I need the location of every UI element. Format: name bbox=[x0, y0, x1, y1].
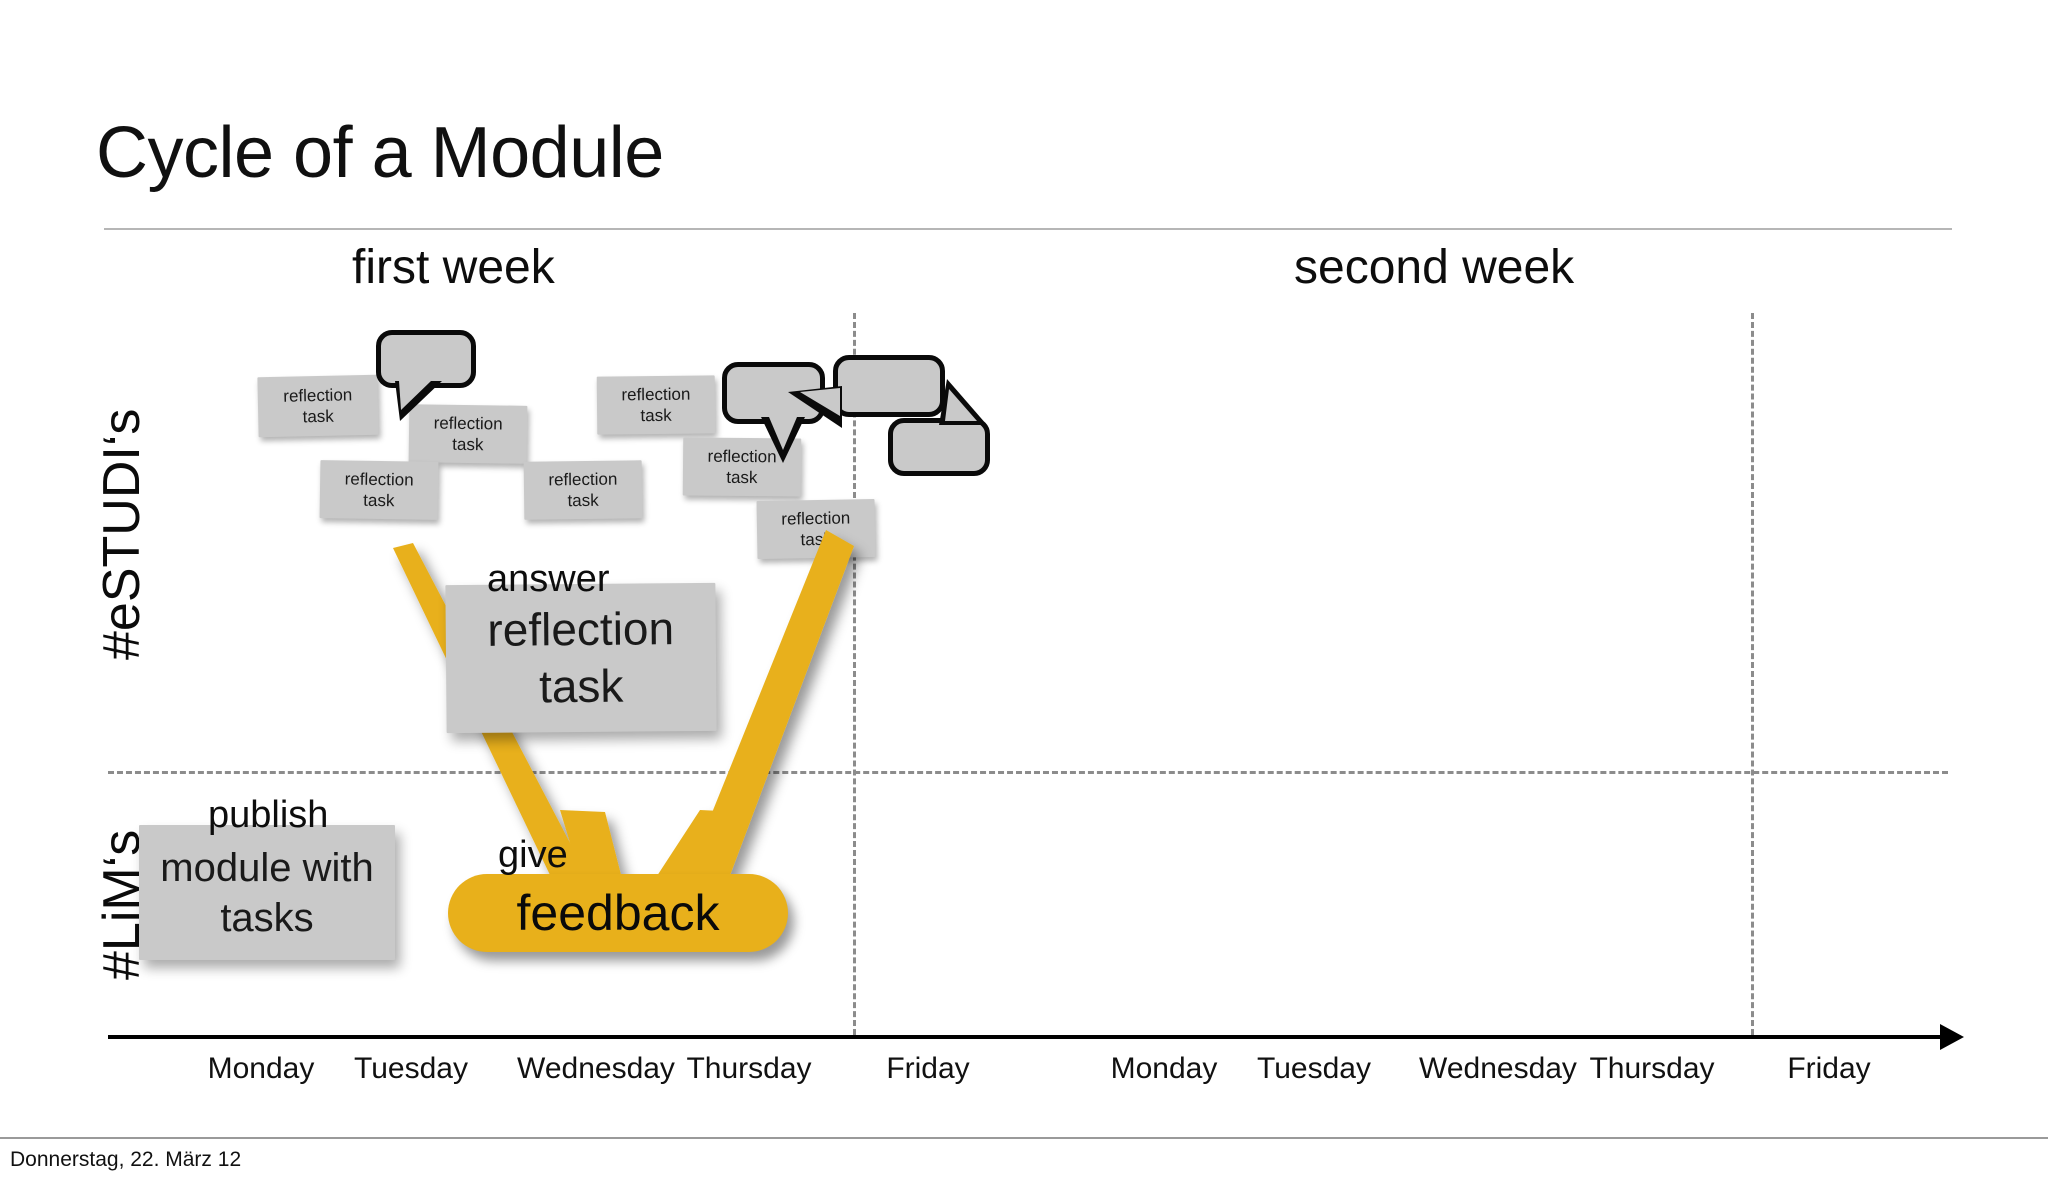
sticky-note-reflection-task: reflection task bbox=[523, 460, 643, 520]
sticky-line-1: reflection bbox=[283, 385, 353, 406]
title-divider bbox=[104, 228, 1952, 230]
day-label-thursday-w1: Thursday bbox=[686, 1052, 812, 1085]
sticky-line-1: reflection bbox=[621, 384, 691, 405]
sticky-line-2: task bbox=[800, 529, 832, 550]
week-boundary-divider-2 bbox=[1751, 313, 1754, 1035]
speech-bubble bbox=[788, 355, 945, 428]
sticky-note-reflection-task: reflection task bbox=[596, 375, 716, 435]
footer-divider bbox=[0, 1137, 2048, 1139]
day-label-wednesday-w2: Wednesday bbox=[1419, 1052, 1577, 1085]
day-label-monday-w2: Monday bbox=[1110, 1052, 1218, 1085]
speech-bubble bbox=[376, 330, 476, 421]
speech-bubble-tail-icon bbox=[395, 381, 442, 421]
speech-bubble bbox=[888, 379, 990, 476]
caption-give: give bbox=[498, 834, 568, 876]
speech-bubble-tail-icon bbox=[939, 379, 987, 425]
card-line-2: task bbox=[538, 659, 624, 713]
sticky-line-2: task bbox=[567, 490, 599, 511]
day-label-friday-w2: Friday bbox=[1787, 1052, 1871, 1085]
row-label-estudis: #eSTUDI‘s bbox=[93, 408, 151, 660]
sticky-line-2: task bbox=[452, 434, 484, 455]
speech-bubble-tail-icon bbox=[788, 386, 842, 428]
sticky-line-1: reflection bbox=[548, 469, 618, 490]
week-boundary-divider-1 bbox=[853, 313, 856, 1035]
day-label-friday-w1: Friday bbox=[886, 1052, 970, 1085]
week-header-second: second week bbox=[1294, 241, 1575, 294]
day-label-monday-w1: Monday bbox=[207, 1052, 315, 1085]
card-line-2: tasks bbox=[220, 895, 314, 940]
day-label-wednesday-w1: Wednesday bbox=[517, 1052, 675, 1085]
sticky-note-reflection-task: reflection task bbox=[257, 374, 379, 438]
week-header-first: first week bbox=[352, 241, 555, 294]
sticky-line-1: reflection bbox=[781, 508, 851, 529]
swimlane-divider bbox=[108, 771, 1948, 774]
caption-answer: answer bbox=[487, 558, 610, 600]
sticky-line-2: task bbox=[302, 406, 334, 427]
day-label-thursday-w2: Thursday bbox=[1589, 1052, 1715, 1085]
page-title: Cycle of a Module bbox=[96, 113, 664, 193]
card-reflection-task: reflection task bbox=[445, 582, 717, 734]
feedback-pill[interactable]: feedback bbox=[448, 874, 788, 952]
x-axis-line bbox=[108, 1035, 1948, 1039]
card-line-1: module with bbox=[160, 845, 374, 890]
sticky-line-2: task bbox=[640, 405, 672, 426]
card-module-with-tasks: module with tasks bbox=[139, 825, 395, 960]
sticky-note-reflection-task: reflection task bbox=[756, 498, 876, 560]
sticky-line-1: reflection bbox=[433, 413, 503, 434]
sticky-line-2: task bbox=[726, 467, 758, 488]
feedback-pill-label: feedback bbox=[516, 885, 720, 941]
card-line-1: reflection bbox=[487, 601, 675, 656]
x-axis-arrow-icon bbox=[1940, 1024, 1964, 1050]
caption-publish: publish bbox=[208, 794, 329, 836]
sticky-line-1: reflection bbox=[344, 469, 414, 490]
sticky-line-2: task bbox=[363, 490, 395, 511]
footer-date: Donnerstag, 22. März 12 bbox=[10, 1148, 242, 1171]
day-label-tuesday-w2: Tuesday bbox=[1257, 1052, 1371, 1085]
day-label-tuesday-w1: Tuesday bbox=[354, 1052, 468, 1085]
sticky-note-reflection-task: reflection task bbox=[319, 460, 439, 520]
